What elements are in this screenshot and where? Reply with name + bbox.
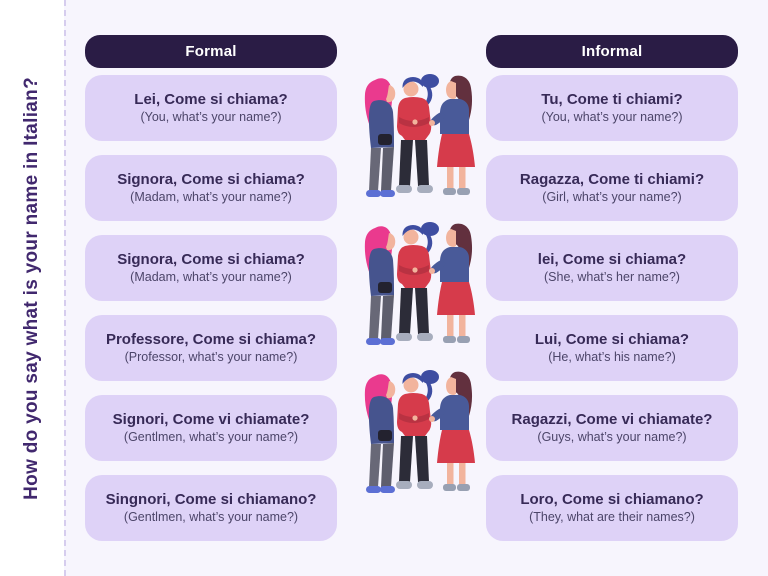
phrase-card: Ragazza, Come ti chiami? (Girl, what’s y… (486, 155, 738, 221)
three-women-talking-illustration (342, 70, 482, 204)
phrase-card: Signora, Come si chiama? (Madam, what’s … (85, 155, 337, 221)
phrase-translation: (You, what’s your name?) (541, 110, 683, 125)
left-title-strip: How do you say what is your name in Ital… (0, 0, 64, 576)
phrase-card: lei, Come si chiama? (She, what’s her na… (486, 235, 738, 301)
phrase-translation: (He, what’s his name?) (548, 350, 676, 365)
three-women-talking-illustration (342, 218, 482, 352)
phrase-translation: (Girl, what’s your name?) (542, 190, 682, 205)
phrase-italian: Loro, Come si chiamano? (520, 490, 704, 508)
phrase-translation: (They, what are their names?) (529, 510, 695, 525)
phrase-card: Lei, Come si chiama? (You, what’s your n… (85, 75, 337, 141)
women-group-icon (364, 370, 475, 493)
informal-header-pill: Informal (486, 35, 738, 68)
phrase-card: Signora, Come si chiama? (Madam, what’s … (85, 235, 337, 301)
phrase-card: Loro, Come si chiamano? (They, what are … (486, 475, 738, 541)
woman-maroon-hair (429, 75, 475, 195)
phrase-translation: (Guys, what’s your name?) (537, 430, 687, 445)
phrase-italian: Lei, Come si chiama? (134, 90, 288, 108)
phrase-italian: Lui, Come si chiama? (534, 330, 690, 348)
phrase-card: Professore, Come si chiama? (Professor, … (85, 315, 337, 381)
phrase-italian: Signori, Come vi chiamate? (112, 410, 310, 428)
phrase-card: Singnori, Come si chiamano? (Gentlmen, w… (85, 475, 337, 541)
woman-pink-hair (364, 374, 396, 493)
phrase-card: Ragazzi, Come vi chiamate? (Guys, what’s… (486, 395, 738, 461)
phrase-translation: (Madam, what’s your name?) (130, 270, 292, 285)
phrase-card: Lui, Come si chiama? (He, what’s his nam… (486, 315, 738, 381)
informal-column: Informal Tu, Come ti chiami? (You, what’… (486, 35, 738, 541)
three-women-talking-illustration (342, 366, 482, 500)
phrase-italian: Singnori, Come si chiamano? (105, 490, 317, 508)
phrase-translation: (Gentlmen, what’s your name?) (123, 430, 299, 445)
phrase-italian: Professore, Come si chiama? (105, 330, 317, 348)
woman-blue-hair (396, 370, 439, 489)
phrase-italian: Tu, Come ti chiami? (541, 90, 683, 108)
formal-header-pill: Formal (85, 35, 337, 68)
women-group-icon (364, 74, 475, 197)
phrase-italian: lei, Come si chiama? (537, 250, 687, 268)
phrase-italian: Ragazza, Come ti chiami? (519, 170, 705, 188)
phrase-italian: Signora, Come si chiama? (117, 250, 305, 268)
phrase-card: Signori, Come vi chiamate? (Gentlmen, wh… (85, 395, 337, 461)
woman-blue-hair (396, 222, 439, 341)
phrase-italian: Ragazzi, Come vi chiamate? (511, 410, 713, 428)
woman-blue-hair (396, 74, 439, 193)
phrase-translation: (Professor, what’s your name?) (124, 350, 298, 365)
phrase-translation: (You, what’s your name?) (140, 110, 282, 125)
phrase-italian: Signora, Come si chiama? (117, 170, 305, 188)
women-group-icon (364, 222, 475, 345)
phrase-translation: (She, what’s her name?) (544, 270, 680, 285)
phrase-translation: (Gentlmen, what’s your name?) (123, 510, 299, 525)
formal-cards: Lei, Come si chiama? (You, what’s your n… (85, 75, 337, 541)
woman-maroon-hair (429, 223, 475, 343)
formal-header-label: Formal (185, 43, 237, 60)
informal-cards: Tu, Come ti chiami? (You, what’s your na… (486, 75, 738, 541)
phrase-card: Tu, Come ti chiami? (You, what’s your na… (486, 75, 738, 141)
woman-pink-hair (364, 226, 396, 345)
woman-pink-hair (364, 78, 396, 197)
phrase-translation: (Madam, what’s your name?) (130, 190, 292, 205)
woman-maroon-hair (429, 371, 475, 491)
page-title: How do you say what is your name in Ital… (21, 76, 42, 500)
informal-header-label: Informal (581, 43, 643, 60)
formal-column: Formal Lei, Come si chiama? (You, what’s… (85, 35, 337, 541)
main-panel: Formal Lei, Come si chiama? (You, what’s… (64, 0, 768, 576)
